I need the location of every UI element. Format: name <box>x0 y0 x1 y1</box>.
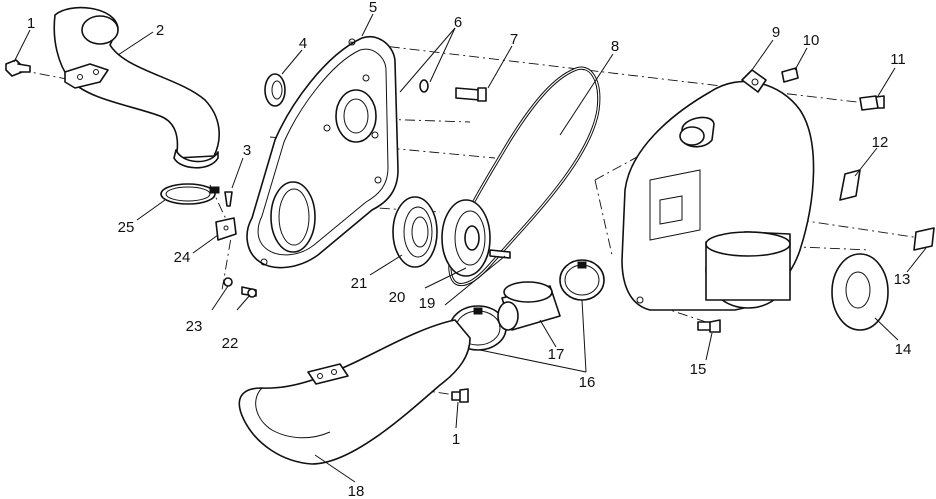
coupler-part-17 <box>497 281 561 331</box>
callout-4: 4 <box>299 35 307 52</box>
callout-3: 3 <box>243 142 251 159</box>
callout-numbers: 1 2 3 4 5 6 7 8 9 10 11 12 13 14 15 16 1… <box>27 0 912 499</box>
callout-8: 8 <box>611 38 619 55</box>
seal-part-21 <box>392 196 438 268</box>
callout-19: 19 <box>419 295 436 312</box>
small-parts-3-24-23-22 <box>215 191 257 298</box>
callout-21: 21 <box>351 275 368 292</box>
intake-duct-part-2 <box>53 6 220 169</box>
callout-20: 20 <box>389 289 406 306</box>
callout-17: 17 <box>548 346 565 363</box>
grommet-part-4 <box>264 73 286 107</box>
callout-9: 9 <box>772 24 780 41</box>
callout-18: 18 <box>348 483 365 499</box>
callout-5: 5 <box>369 0 377 16</box>
callout-11: 11 <box>890 51 906 68</box>
bolt-part-1-lower <box>451 388 469 403</box>
callout-6: 6 <box>454 14 462 31</box>
inner-cover-plate-part-5 <box>246 35 399 269</box>
callout-12: 12 <box>872 134 889 151</box>
bolt-part-1-top <box>5 59 31 77</box>
callout-14: 14 <box>895 341 912 358</box>
outer-cover-part-9 <box>621 69 815 311</box>
callout-10: 10 <box>803 32 820 49</box>
callout-1-top: 1 <box>27 15 35 32</box>
callout-22: 22 <box>222 335 239 352</box>
callout-16: 16 <box>579 374 596 391</box>
pulley-part-20 <box>441 199 511 277</box>
callout-7: 7 <box>510 31 518 48</box>
washer-and-bolt-parts-6-7 <box>419 79 487 102</box>
callout-24: 24 <box>174 249 191 266</box>
callout-25: 25 <box>118 219 135 236</box>
small-parts-10-11-12-13-14 <box>781 67 935 331</box>
duct-part-18 <box>238 319 471 465</box>
callout-13: 13 <box>894 271 911 288</box>
hose-clamp-part-25 <box>160 183 220 205</box>
callout-2: 2 <box>156 22 164 39</box>
leader-lines <box>13 13 927 483</box>
callout-23: 23 <box>186 318 203 335</box>
drive-belt-part-8 <box>448 66 601 287</box>
bolt-part-15 <box>697 319 721 333</box>
callout-1-lower: 1 <box>452 431 460 448</box>
callout-15: 15 <box>690 361 707 378</box>
